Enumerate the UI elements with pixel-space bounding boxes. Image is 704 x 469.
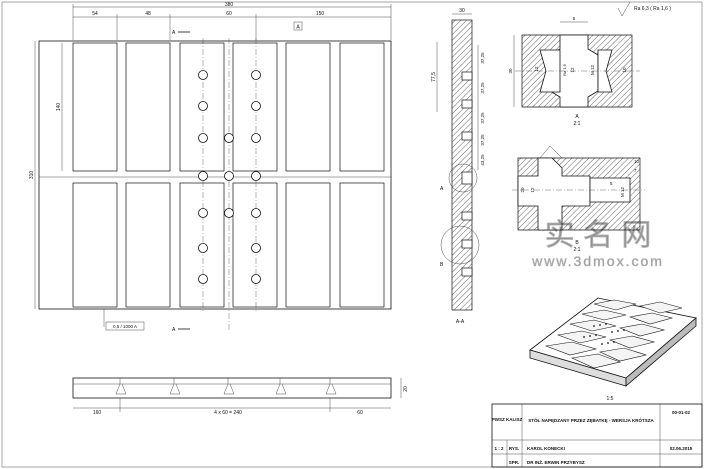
- plate-outline: [38, 40, 392, 310]
- detail-b-dim-5: 20: [520, 187, 525, 193]
- detail-a-dim-3: 12: [570, 67, 575, 73]
- title-block-material: PWSZ KALISZ: [492, 417, 523, 422]
- dim-side-tick-2: 37,25: [480, 82, 485, 94]
- title-block-title: STÓŁ NAPĘDZANY PRZEZ ZĘBATKĘ - WERSJA KR…: [528, 416, 654, 423]
- detail-a-dim-2: Ra 1,6: [562, 63, 567, 76]
- isometric-view: 1:5: [529, 297, 697, 402]
- tolerance-frame: 0,5 / 1000 A: [113, 324, 137, 329]
- iso-scale: 1:5: [607, 396, 614, 402]
- detail-a-dim-width: 30: [508, 68, 513, 74]
- front-outline: [72, 377, 392, 399]
- roughness-symbol: Ra 6,3 ( Ra 1,6 ): [617, 1, 671, 17]
- dim-side-tick-4: 37,25: [480, 134, 485, 146]
- dim-side-tick-5: 43,25: [480, 154, 485, 166]
- detail-a-dim-4: M 12: [590, 65, 595, 76]
- dim-side-tick-1: 37,25: [480, 52, 485, 64]
- detail-mark-b: B: [440, 262, 444, 268]
- detail-b-title: B: [575, 240, 579, 246]
- dim-side-height: 77,5: [431, 72, 437, 82]
- dim-bottom-left: 160: [93, 410, 102, 416]
- title-block: PWSZ KALISZ STÓŁ NAPĘDZANY PRZEZ ZĘBATKĘ…: [491, 403, 703, 468]
- detail-a-dim-1: 12: [534, 66, 539, 72]
- dim-top-part-3: 60: [226, 11, 232, 17]
- title-block-date: 02.06.2015: [670, 446, 693, 451]
- dim-top-part-2: 48: [145, 11, 151, 17]
- detail-mark-a: A: [440, 186, 444, 192]
- title-block-checked-label: SPR.: [509, 460, 520, 465]
- detail-b-scale: 2:1: [574, 247, 581, 253]
- dim-side-tick-3: 37,25: [480, 112, 485, 124]
- dim-bottom-right: 60: [357, 410, 363, 416]
- title-block-scale: 1 : 2: [494, 446, 504, 451]
- dim-left-cell: 140: [56, 103, 62, 112]
- detail-b-dim-1: 10: [634, 159, 640, 164]
- datum-box-label: A: [296, 25, 300, 31]
- dim-side-width: 30: [459, 8, 465, 14]
- title-block-drew-label: RYS.: [509, 446, 519, 451]
- top-view: 380 54 48 60 150 310 140 A A A 0,5 / 100…: [29, 2, 392, 333]
- dim-bottom-height: 20: [403, 386, 409, 392]
- detail-a: 5 30 12 Ra 1,6 12 M 12 10 A 2:1: [508, 16, 640, 127]
- title-block-checked-name: DR INŻ. ERWIN PRZYBYSZ: [527, 459, 585, 465]
- dim-top-total: 380: [225, 2, 234, 8]
- detail-b-dim-6: M 12: [620, 187, 625, 198]
- detail-a-dim-top: 5: [573, 16, 576, 21]
- watermark-url: www.3dmox.com: [531, 253, 664, 269]
- section-aa-title: A-A: [456, 319, 465, 325]
- watermark: 实 名 网 www.3dmox.com: [531, 219, 664, 270]
- detail-a-dim-5: 10: [622, 67, 627, 73]
- title-block-drawing-no: 00-01-02: [672, 410, 691, 415]
- detail-b-dim-4: 12: [530, 187, 535, 193]
- dim-left-total: 310: [29, 171, 35, 180]
- detail-a-scale: 2:1: [574, 121, 581, 127]
- section-mark-a-top: A: [172, 30, 176, 36]
- roughness-text: Ra 6,3 ( Ra 1,6 ): [634, 6, 671, 12]
- section-aa: A B 30 77,5 37,25 37,25 37,25 37,25 43,2…: [431, 8, 485, 325]
- watermark-cn: 实 名 网: [545, 219, 652, 252]
- title-block-drew-name: KAROL KONECKI: [527, 446, 565, 451]
- dim-top-part-1: 54: [92, 11, 98, 17]
- detail-b: 10 7 5 12 20 M 12 B 2:1: [512, 145, 645, 253]
- detail-b-dim-3: 5: [610, 181, 613, 186]
- holes: [198, 70, 261, 284]
- dim-bottom-mid: 4 x 60 = 240: [214, 410, 242, 416]
- section-mark-a-bottom: A: [172, 327, 176, 333]
- front-view: 160 4 x 60 = 240 60 20: [72, 377, 409, 416]
- detail-a-title: A: [575, 114, 579, 120]
- detail-b-dim-2: 7: [634, 168, 637, 173]
- dim-top-part-4: 150: [316, 11, 325, 17]
